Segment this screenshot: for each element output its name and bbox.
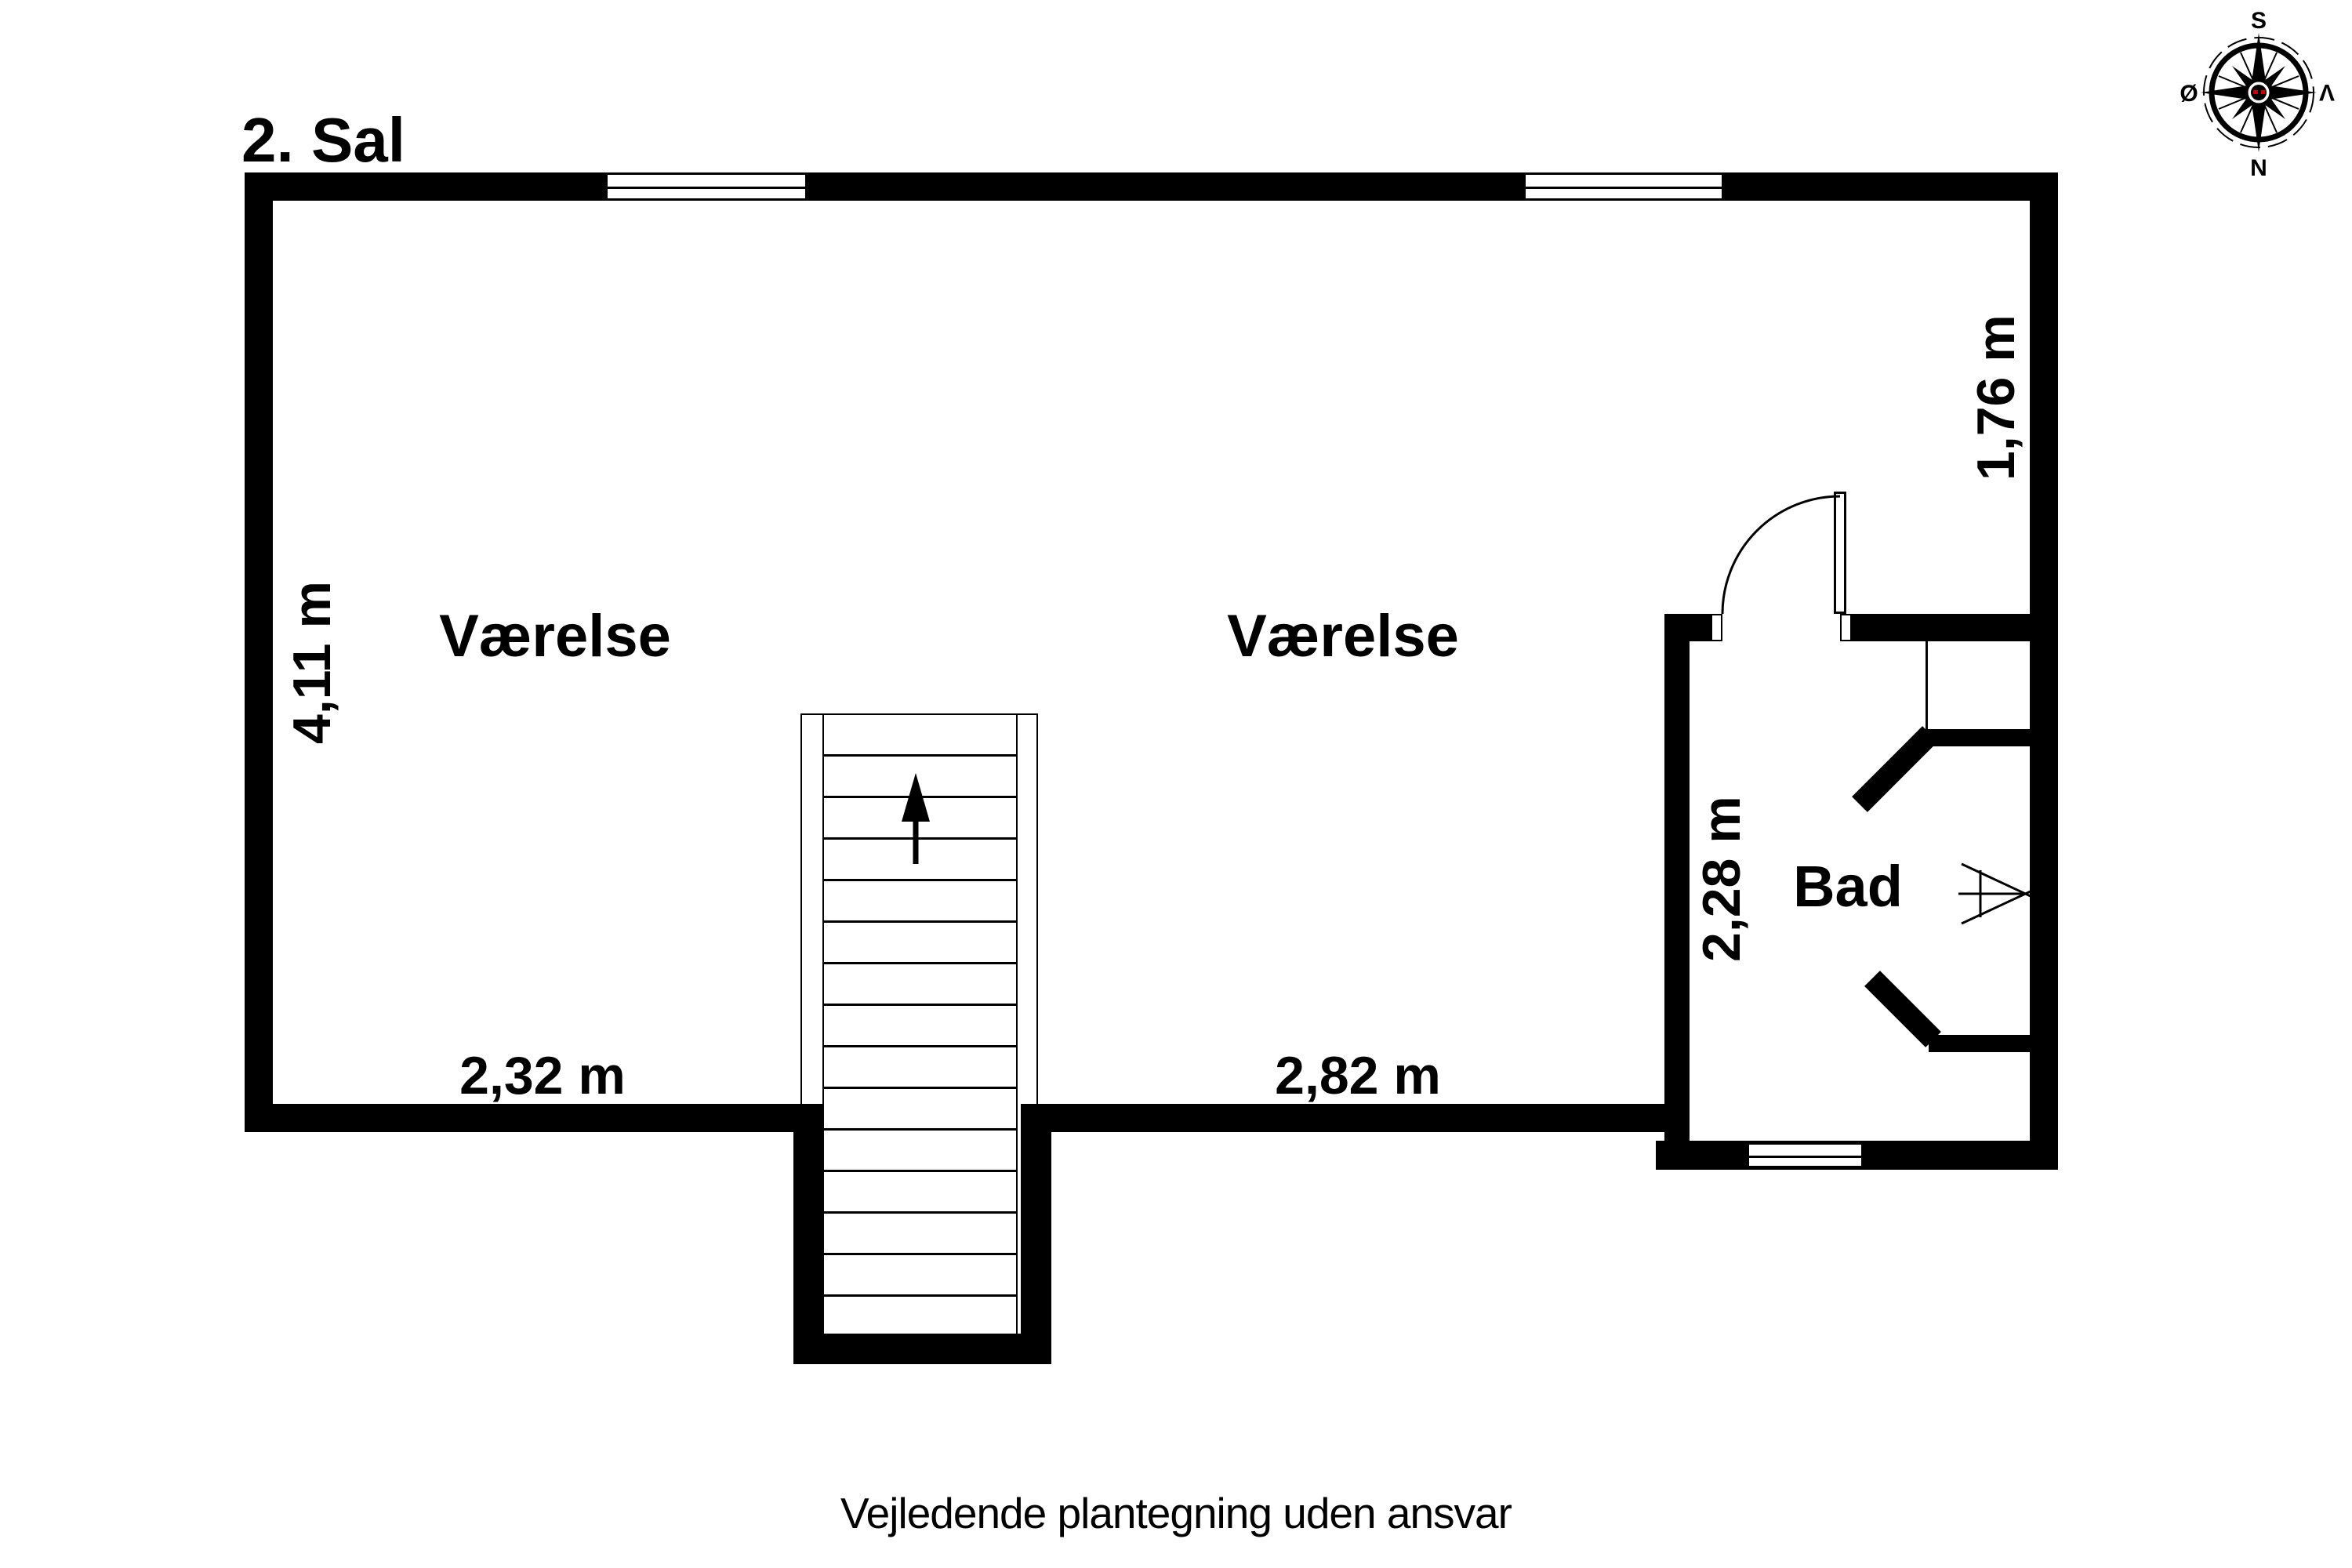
shower-diagonal-bottom [1864,971,1941,1047]
wall-bottom-left [245,1104,793,1132]
dimension-left-height: 4,11 m [282,581,342,744]
door-jamb [1840,614,1852,641]
disclaimer-text: Vejledende plantegning uden ansvar [840,1489,1512,1537]
shower-diagonal-top [1852,726,1938,812]
shower-partition-bottom [1929,1035,2030,1052]
window [1747,1142,1864,1168]
door-swing-arc-icon [1721,495,1841,615]
floor-title: 2. Sal [241,105,406,175]
compass-letter-east: Ø [2180,81,2198,107]
bathroom-top-wall [1852,614,2030,641]
dimension-room2-width: 2,82 m [1275,1046,1441,1105]
shower-head-icon [1958,862,2033,925]
wall-bottom-mid [1051,1104,1690,1132]
shower-partition-line [1926,641,1928,731]
wall-right [2030,172,2058,1170]
room-label-bad: Bad [1793,854,1903,919]
door-jamb [1711,614,1722,641]
bathroom-entry-wall-stub [1664,614,1711,641]
compass-letter-north: N [2250,155,2267,181]
shower-partition-top [1926,729,2030,746]
stair-rail-left [822,715,824,1334]
compass-rose-icon: S N Ø V [2180,8,2335,181]
stairwell-right-wall [1021,1104,1051,1364]
room-label-vaerelse-1: Værelse [439,603,671,670]
window-pane-divider [1525,187,1722,189]
stairwell-left-wall [793,1104,822,1364]
dimension-bathroom-width: 2,28 m [1692,796,1751,962]
window [605,172,808,201]
wall-top [245,172,2058,201]
room-label-vaerelse-2: Værelse [1227,603,1459,670]
bathroom-door-leaf [1834,492,1846,614]
stair-treads [823,715,1017,1334]
window-pane-divider [1748,1155,1862,1158]
staircase [800,713,1038,1335]
stair-rail-right [1016,715,1018,1334]
window-pane-divider [607,187,806,189]
compass-letter-west: V [2319,79,2335,105]
dimension-right-height: 1,76 m [1966,314,2026,481]
stairwell-bottom-wall [793,1335,1051,1364]
wall-left [245,172,273,1132]
bathroom-left-wall [1664,614,1690,1170]
window [1523,172,1724,201]
dimension-room1-width: 2,32 m [459,1046,626,1105]
compass-letter-south: S [2251,8,2267,34]
